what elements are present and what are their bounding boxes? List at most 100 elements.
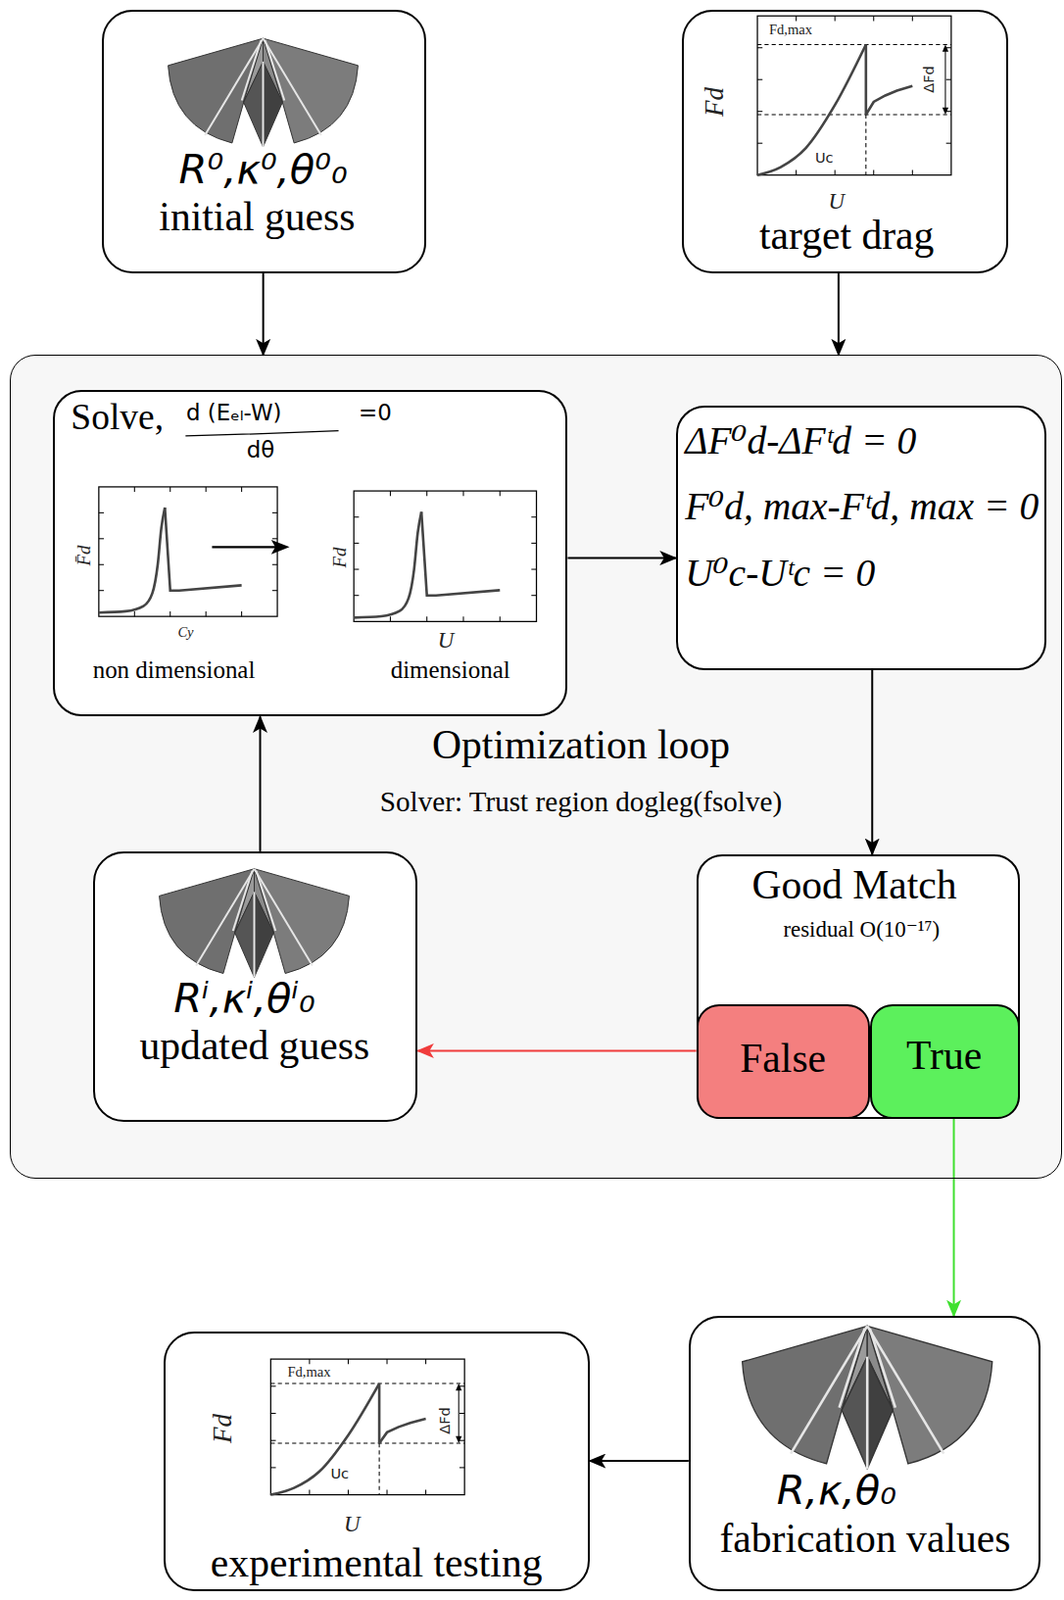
axis-label: Uc [815, 150, 834, 166]
node-text: dθ [246, 437, 276, 462]
plot-tick [459, 1412, 465, 1414]
plot-tick [133, 486, 135, 492]
plot-tick [531, 516, 536, 518]
origami-crease [867, 1326, 944, 1454]
axis-label: U [828, 190, 846, 214]
axis-label: Fd [330, 546, 350, 568]
plot-tick [531, 569, 536, 571]
plot-tick [459, 1385, 465, 1387]
plot-curve [864, 45, 868, 115]
fraction-bar [185, 431, 339, 436]
dashed-guide [757, 44, 952, 46]
origami-crease [195, 869, 254, 967]
origami-illustration [168, 39, 359, 148]
flow-arrow [262, 273, 265, 355]
node-text: Optimization loop [432, 724, 730, 768]
axis-label: ΔFd [436, 1407, 452, 1436]
plot-tick [757, 79, 763, 81]
plot-tick [833, 16, 835, 22]
plot-tick [270, 1439, 276, 1441]
node-text: R,κ,θ₀ [776, 1468, 897, 1512]
plot-tick [911, 170, 913, 176]
plot-tick [308, 1358, 310, 1364]
plot-tick [757, 48, 763, 49]
origami-illustration [159, 869, 350, 978]
plot-tick [757, 143, 763, 145]
origami-crease [790, 1326, 868, 1454]
plot-curve [97, 507, 164, 613]
plot-tick [353, 542, 359, 544]
equation-box: ΔF⁰d-ΔFᵗd = 0F⁰d, max-Fᵗd, max = 0U⁰c-Uᵗ… [676, 405, 1047, 671]
plot-tick [133, 611, 135, 617]
axis-label: Fd [700, 87, 728, 117]
plot-tick [426, 616, 428, 622]
plot-tick [353, 594, 359, 596]
dashed-guide [757, 114, 952, 116]
input-box: R⁰,κ⁰,θ⁰₀initial guess [101, 9, 427, 274]
plot-tick [945, 143, 951, 145]
plot-tick [241, 486, 242, 492]
plot-tick [308, 1489, 310, 1495]
plot-tick [911, 16, 913, 22]
plot-tick [271, 589, 277, 591]
plot-tick [872, 170, 874, 176]
plot-frame [270, 1358, 465, 1495]
plot-tick [353, 569, 359, 571]
plot-tick [347, 1358, 349, 1364]
false-box: False [696, 1004, 871, 1119]
experiment-box: experimental testing [163, 1331, 590, 1593]
plot-tick [945, 79, 951, 81]
plot-tick [872, 16, 874, 22]
plot-tick [795, 170, 797, 176]
node-text: target drag [759, 214, 934, 258]
plot-tick [462, 616, 464, 622]
axis-label: U [437, 628, 455, 653]
plot-tick [271, 564, 277, 566]
node-text: Solve, [70, 397, 164, 436]
origami-crease [870, 1328, 896, 1408]
node-text: initial guess [158, 195, 355, 240]
plot-tick [241, 611, 242, 617]
origami-facet [235, 891, 255, 977]
origami-crease [263, 39, 322, 137]
plot-tick [97, 589, 103, 591]
plot-tick [425, 1489, 427, 1495]
plot-tick [270, 1466, 276, 1468]
node-text: non dimensional [93, 657, 256, 683]
origami-crease [233, 870, 253, 931]
plot-tick [426, 490, 428, 496]
transform-arrowhead [270, 539, 290, 555]
node-text: Rⁱ,κⁱ,θⁱ₀ [173, 976, 315, 1020]
node-text: F⁰d, max-Fᵗd, max = 0 [684, 486, 1039, 529]
node-text: updated guess [139, 1024, 370, 1068]
plot-frame [97, 486, 277, 617]
plot-tick [531, 594, 536, 596]
target-box: target drag [681, 9, 1009, 274]
flow-arrow [567, 557, 676, 560]
axis-label: Cy [177, 625, 194, 640]
plot-tick [386, 1358, 387, 1364]
plot-curve [353, 512, 422, 619]
origami-crease [262, 61, 265, 147]
panel-ground [9, 354, 1063, 1178]
plot-tick [459, 1439, 465, 1441]
plot-tick [347, 1489, 349, 1495]
plot-tick [833, 170, 835, 176]
axis-label: F̄d [75, 545, 96, 567]
plot-tick [270, 1385, 276, 1387]
origami-crease [838, 1328, 865, 1408]
update-box: Rⁱ,κⁱ,θⁱ₀updated guess [93, 851, 418, 1122]
plot-tick [270, 1412, 276, 1414]
plot-tick [97, 538, 103, 540]
node-text: True [906, 1034, 982, 1078]
axis-label: Fd [208, 1413, 237, 1444]
node-text: =0 [358, 400, 392, 425]
origami-crease [254, 869, 313, 967]
solve-box: Solve,d (Eₑₗ-W)=0dθnon dimensionaldimens… [52, 389, 569, 717]
origami-facet [841, 1356, 868, 1470]
axis-label: U [343, 1512, 361, 1537]
plot-tick [204, 611, 206, 617]
plot-tick [169, 486, 171, 492]
flow-arrow [259, 716, 262, 851]
origami-crease [256, 870, 277, 931]
